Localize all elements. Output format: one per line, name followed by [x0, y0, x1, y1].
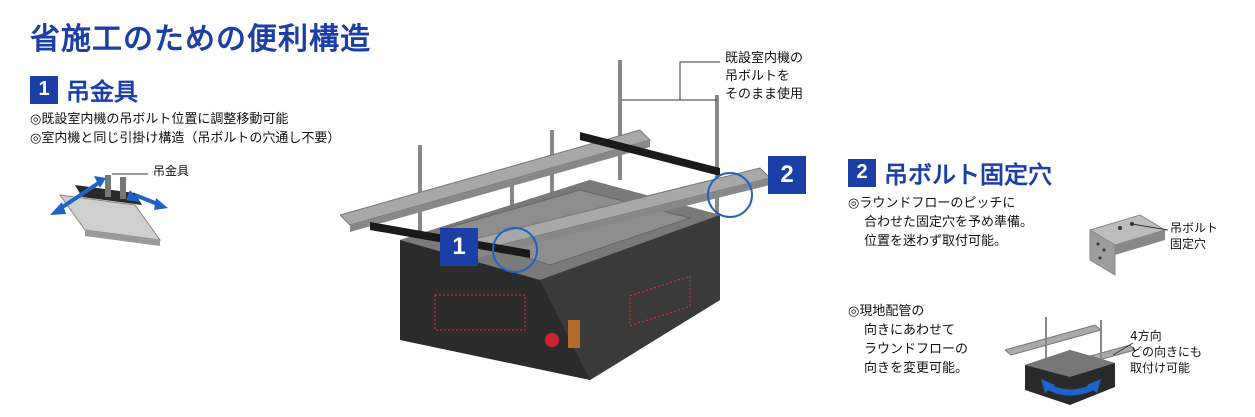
bolt-fixing-hole-label-1: 吊ボルト: [1170, 221, 1219, 235]
existing-bolt-callout-line-1: 既設室内機の: [725, 51, 804, 66]
section-1-header: 1 吊金具: [30, 72, 138, 107]
four-direction-label-3: 取付け可能: [1130, 361, 1191, 375]
section-2-note2-2: 向きにあわせて: [864, 323, 956, 338]
callout-badge-1: 1: [440, 228, 478, 266]
hanger-bracket-label: 吊金具: [153, 164, 190, 178]
rotatable-unit-illustration: [1005, 317, 1135, 405]
section-2-note-3: 位置を迷わず取付可能。: [864, 234, 1008, 249]
callout-badge-2: 2: [768, 156, 806, 194]
bolt-fixing-hole-label: 吊ボルト 固定穴: [1170, 220, 1218, 252]
bolt-fixing-hole-illustration: [1088, 214, 1169, 276]
section-1-badge: 1: [30, 75, 58, 104]
section-2-notes: ◎ラウンドフローのピッチに 合わせた固定穴を予め準備。 位置を迷わず取付可能。: [848, 194, 1033, 251]
existing-bolt-callout: 既設室内機の 吊ボルトを そのまま使用: [725, 50, 803, 104]
existing-bolt-callout-line-3: そのまま使用: [725, 87, 804, 102]
section-2-badge: 2: [848, 158, 876, 187]
section-1-note-1: ◎既設室内機の吊ボルト位置に調整移動可能: [30, 112, 289, 127]
section-2-note2-3: ラウンドフローの: [864, 342, 969, 357]
bolt-fixing-hole-label-2: 固定穴: [1170, 237, 1207, 251]
section-1-notes: ◎既設室内機の吊ボルト位置に調整移動可能 ◎室内機と同じ引掛け構造（吊ボルトの穴…: [30, 110, 340, 148]
section-2-note2-4: 向きを変更可能。: [864, 361, 969, 376]
section-2-notes-2: ◎現地配管の 向きにあわせて ラウンドフローの 向きを変更可能。: [848, 302, 968, 378]
page-title: 省施工のための便利構造: [30, 22, 371, 57]
section-2-title: 吊ボルト固定穴: [884, 161, 1052, 189]
four-direction-label-2: どの向きにも: [1130, 345, 1203, 359]
existing-bolt-callout-line-2: 吊ボルトを: [725, 69, 791, 84]
hanger-bracket-illustration: [50, 173, 168, 246]
section-2-note2-1: ◎現地配管の: [848, 304, 925, 319]
section-1-title: 吊金具: [66, 78, 138, 106]
section-2-header: 2 吊ボルト固定穴: [848, 155, 1052, 190]
section-1-note-2: ◎室内機と同じ引掛け構造（吊ボルトの穴通し不要）: [30, 131, 341, 146]
four-direction-label-1: 4方向: [1130, 329, 1162, 343]
four-direction-label: 4方向 どの向きにも 取付け可能: [1130, 328, 1202, 376]
section-2-note-1: ◎ラウンドフローのピッチに: [848, 196, 1016, 211]
section-2-note-2: 合わせた固定穴を予め準備。: [864, 215, 1034, 230]
main-unit-illustration: [340, 60, 771, 380]
